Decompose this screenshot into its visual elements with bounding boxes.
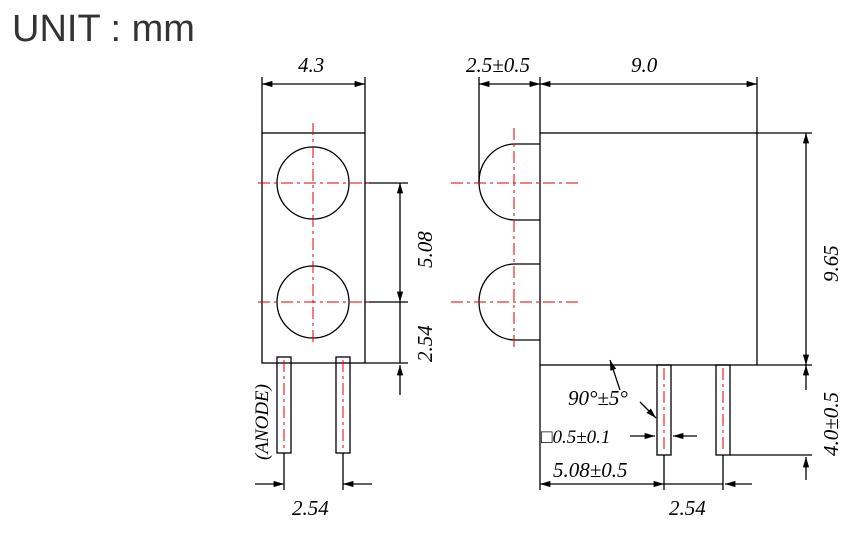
side-protrusion-dim: 2.5±0.5: [466, 53, 530, 77]
upper-lens-dome: [478, 143, 540, 221]
side-height-dim: 9.65: [819, 245, 843, 282]
side-body: [539, 132, 758, 366]
side-view-centerlines: [451, 128, 724, 452]
unit-title: UNIT : mm: [12, 8, 195, 50]
side-length-dim: 9.0: [631, 53, 658, 77]
anode-label: (ANODE): [252, 384, 273, 460]
side-lead-offset-dim: 5.08±0.5: [553, 458, 628, 482]
front-view: [255, 77, 408, 490]
front-pitch-dim: 5.08: [413, 231, 437, 268]
front-pin-pitch-dim: 2.54: [292, 496, 329, 520]
front-width-dim: 4.3: [298, 53, 324, 77]
side-lead-length-dim: 4.0±0.5: [819, 392, 843, 456]
side-lead-size-dim: □0.5±0.1: [541, 427, 610, 448]
side-angle-dim: 90°±5°: [568, 386, 628, 410]
front-view-centerlines: [258, 123, 370, 452]
side-lead-pitch-dim: 2.54: [669, 496, 706, 520]
front-lower-dim: 2.54: [413, 325, 437, 362]
side-view: [478, 77, 812, 490]
